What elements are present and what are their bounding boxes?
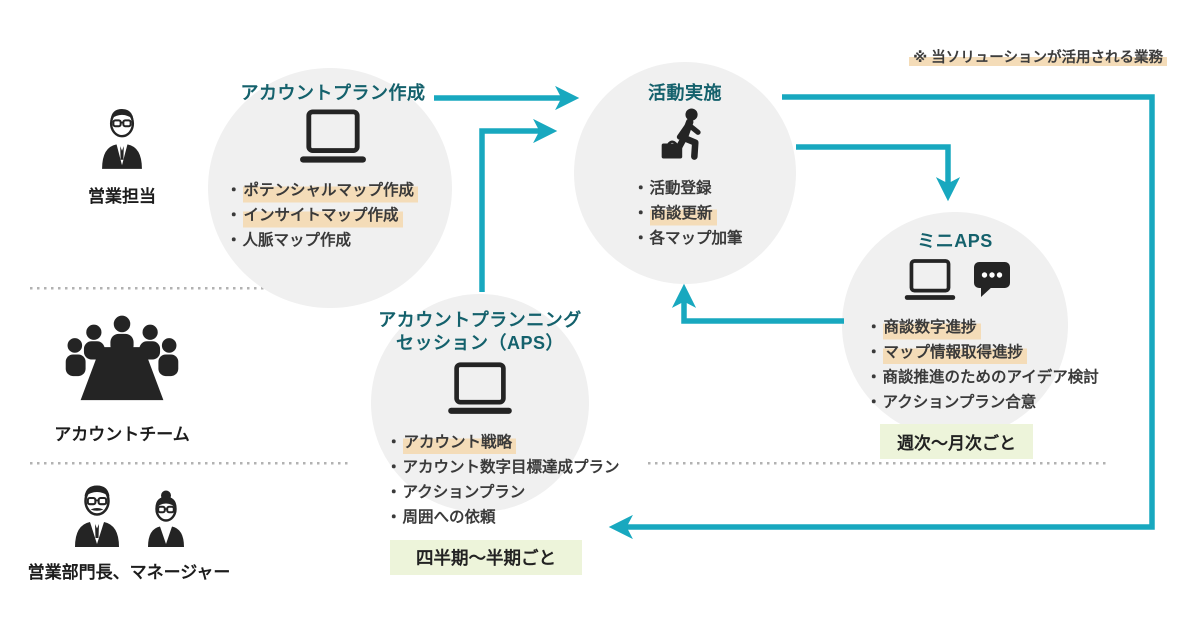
role-divider-bottom-left xyxy=(30,462,352,465)
node-title: ミニAPS xyxy=(917,231,993,251)
list-item-text: アクションプラン xyxy=(402,484,526,501)
list-item: ・ 周囲への依頼 xyxy=(386,505,588,530)
manager-man-icon xyxy=(67,482,127,553)
businessman-icon xyxy=(93,104,151,177)
aps-item-list: ・ アカウント戦略 ・ アカウント数字目標達成プラン ・ アクションプラン ・ … xyxy=(386,430,620,530)
list-item: ・ インサイトマップ作成 xyxy=(226,203,458,228)
actor-label: アカウントチーム xyxy=(54,425,190,444)
node-title-line2: セッション（APS） xyxy=(395,333,564,353)
bullet-marker: ・ xyxy=(386,484,402,501)
actor-account-team: アカウントチーム xyxy=(40,314,204,445)
walking-person-icon xyxy=(657,106,713,173)
laptop-icon xyxy=(439,361,521,424)
node-activity: 活動実施 ・ 活動登録 xyxy=(575,82,795,251)
list-item: ・ 人脈マップ作成 xyxy=(226,228,458,253)
bullet-marker: ・ xyxy=(226,182,242,199)
list-item-text: 商談推進のためのアイデア検討 xyxy=(882,369,1099,386)
cadence-badge: 週次～月次ごと xyxy=(880,424,1033,459)
list-item: ・ マップ情報取得進捗 xyxy=(866,340,1080,365)
mini-aps-item-list: ・ 商談数字進捗 ・ マップ情報取得進捗 ・ 商談推進のためのアイデア検討 ・ … xyxy=(866,315,1099,415)
activity-item-list: ・ 活動登録 ・ 商談更新 ・ 各マップ加筆 xyxy=(633,176,795,251)
list-item-text: 各マップ加筆 xyxy=(649,230,743,247)
manager-woman-icon xyxy=(141,490,191,553)
list-item-text: アカウント戦略 xyxy=(402,430,517,455)
chat-bubble-icon xyxy=(972,260,1012,303)
actor-label: 営業担当 xyxy=(88,187,156,206)
list-item: ・ 商談更新 xyxy=(633,201,795,226)
list-item-text: 人脈マップ作成 xyxy=(242,232,352,249)
list-item-text: 商談更新 xyxy=(649,201,717,226)
bullet-marker: ・ xyxy=(633,205,649,222)
node-account-plan: アカウントプラン作成 ・ ポテンシャルマップ作成 ・ インサイトマップ作成 xyxy=(208,82,458,253)
node-title-line1: アカウントプランニング xyxy=(378,310,582,330)
list-item: ・ アクションプラン合意 xyxy=(866,390,1080,415)
arrow-activity-to-mini-aps xyxy=(796,144,961,202)
list-item-text: ポテンシャルマップ作成 xyxy=(242,178,419,203)
list-item: ・ 活動登録 xyxy=(633,176,795,201)
list-item-text: アカウント数字目標達成プラン xyxy=(402,459,620,476)
node-title: 活動実施 xyxy=(648,83,722,103)
list-item: ・ アクションプラン xyxy=(386,480,588,505)
role-divider-bottom-right xyxy=(648,462,1106,465)
list-item-text: 活動登録 xyxy=(649,180,712,197)
bullet-marker: ・ xyxy=(386,459,402,476)
arrow-mini-aps-to-activity xyxy=(671,283,844,324)
list-item-text: 周囲への依頼 xyxy=(402,509,496,526)
bullet-marker: ・ xyxy=(386,434,402,451)
list-item: ・ 各マップ加筆 xyxy=(633,226,795,251)
list-item-text: アクションプラン合意 xyxy=(882,394,1037,411)
bullet-marker: ・ xyxy=(866,369,882,386)
actor-managers: 営業部門長、マネージャー xyxy=(8,482,250,583)
meeting-table-icon xyxy=(62,314,182,415)
bullet-marker: ・ xyxy=(633,230,649,247)
list-item: ・ 商談推進のためのアイデア検討 xyxy=(866,365,1099,390)
list-item: ・ 商談数字進捗 xyxy=(866,315,1080,340)
laptop-icon xyxy=(898,258,962,309)
list-item: ・ ポテンシャルマップ作成 xyxy=(226,178,458,203)
node-title: アカウントプラン作成 xyxy=(240,83,426,103)
node-mini-aps: ミニAPS ・ xyxy=(830,230,1099,459)
role-divider-top xyxy=(30,287,298,290)
list-item-text: インサイトマップ作成 xyxy=(242,203,403,228)
bullet-marker: ・ xyxy=(633,180,649,197)
arrow-aps-to-activity xyxy=(479,118,558,292)
bullet-marker: ・ xyxy=(226,207,242,224)
bullet-marker: ・ xyxy=(866,319,882,336)
bullet-marker: ・ xyxy=(386,509,402,526)
bullet-marker: ・ xyxy=(866,344,882,361)
laptop-icon xyxy=(290,108,376,173)
list-item: ・ アカウント戦略 xyxy=(386,430,588,455)
list-item-text: 商談数字進捗 xyxy=(882,315,981,340)
list-item-text: マップ情報取得進捗 xyxy=(882,340,1028,365)
bullet-marker: ・ xyxy=(866,394,882,411)
solution-note: ※ 当ソリューションが活用される業務 xyxy=(909,46,1167,67)
bullet-marker: ・ xyxy=(226,232,242,249)
actor-sales-rep: 営業担当 xyxy=(40,104,204,207)
list-item: ・ アカウント数字目標達成プラン xyxy=(386,455,620,480)
plan-item-list: ・ ポテンシャルマップ作成 ・ インサイトマップ作成 ・ 人脈マップ作成 xyxy=(226,178,458,253)
actor-label: 営業部門長、マネージャー xyxy=(27,563,231,582)
node-aps: アカウントプランニング セッション（APS） ・ アカウント戦略 ・ アカウント… xyxy=(372,309,620,575)
cadence-badge: 四半期～半期ごと xyxy=(390,540,582,575)
